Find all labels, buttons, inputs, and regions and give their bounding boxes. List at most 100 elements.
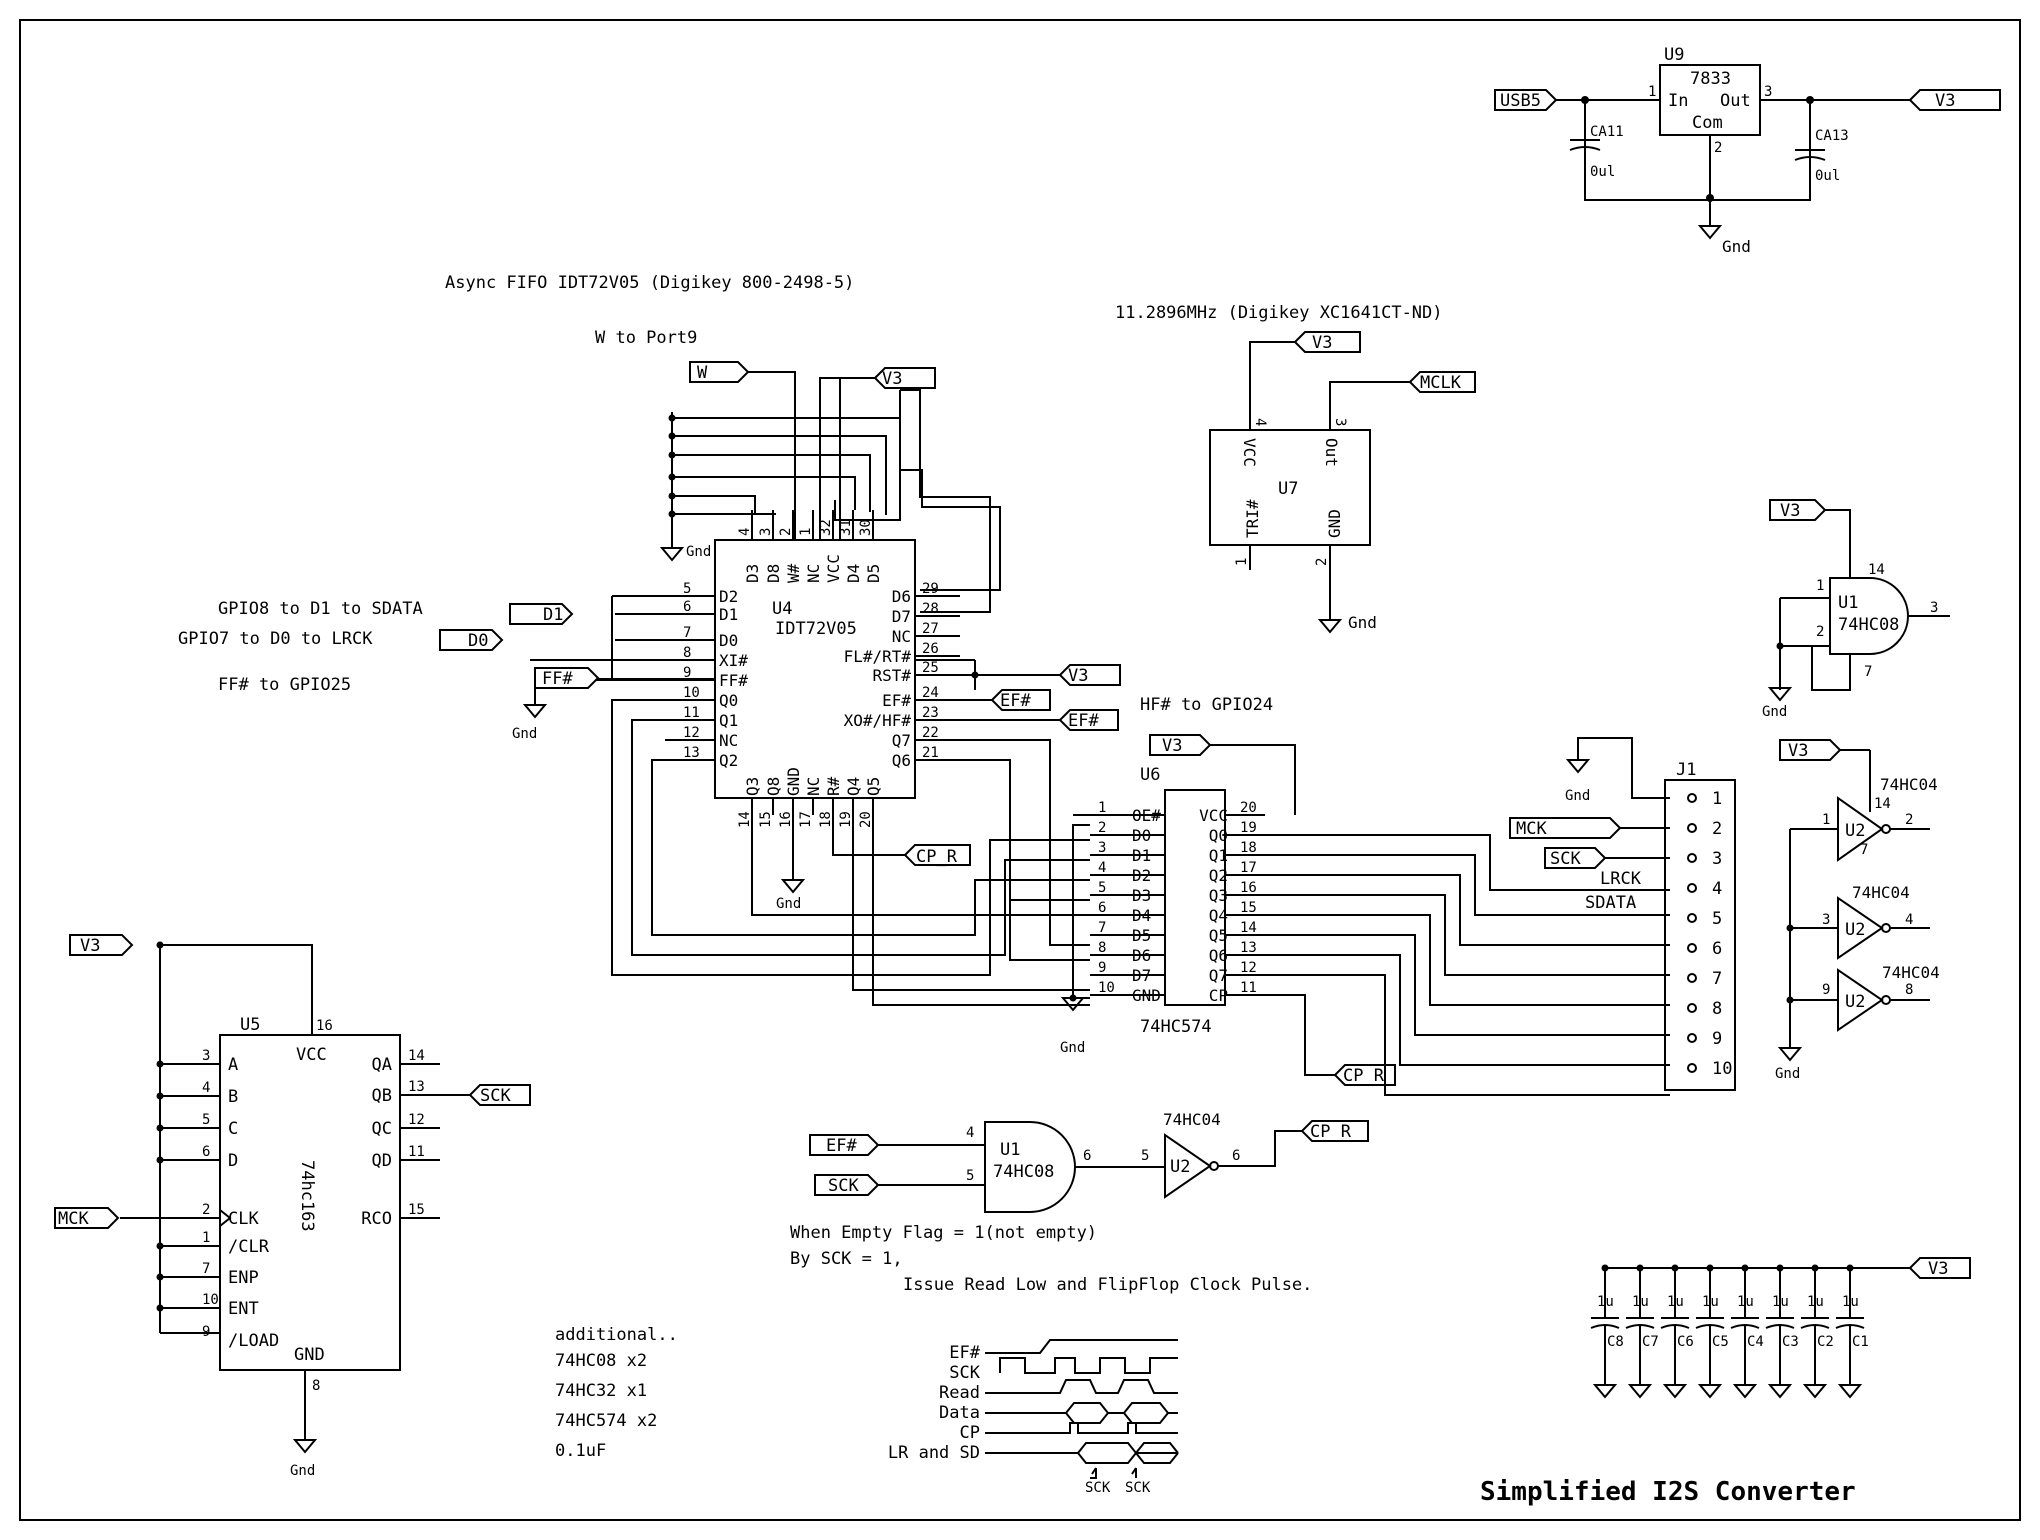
fifo-pin-name: D0: [719, 631, 738, 650]
svg-text:EF#: EF#: [1068, 711, 1099, 731]
svg-text:U4: U4: [772, 599, 792, 619]
cap-value: 1u: [1702, 1294, 1719, 1310]
capacitor-symbol: [1730, 1268, 1760, 1385]
svg-text:SCK: SCK: [480, 1086, 511, 1106]
j1-pin-contact: [1687, 793, 1697, 803]
ground-symbol: [1732, 1384, 1758, 1399]
j1-pin-number: 5: [1712, 909, 1722, 929]
sheet-title: Simplified I2S Converter: [1480, 1477, 1856, 1507]
note-gpio8: GPIO8 to D1 to SDATA: [218, 599, 423, 619]
counter-pin-number: 4: [202, 1080, 210, 1096]
latch-pin-name: Q1: [1209, 846, 1228, 865]
ground-symbol: [1767, 1384, 1793, 1399]
latch-pin-number: 7: [1098, 920, 1106, 936]
note-empty-2: By SCK = 1,: [790, 1249, 903, 1269]
svg-text:J1: J1: [1676, 760, 1696, 780]
latch-pin-number: 4: [1098, 860, 1106, 876]
connector-j1: J1 Gnd MCK SCK LRCK SDATA: [1509, 737, 1736, 1091]
svg-text:74HC04: 74HC04: [1880, 775, 1938, 794]
fifo-pin-number: 16: [778, 811, 794, 828]
svg-text:D0: D0: [468, 631, 488, 651]
svg-text:MCLK: MCLK: [1420, 373, 1462, 393]
svg-text:V3: V3: [80, 936, 100, 956]
svg-text:7: 7: [1860, 842, 1868, 858]
fifo-pin-number: 15: [758, 811, 774, 828]
svg-text:2: 2: [1314, 558, 1330, 566]
j1-pin-contact: [1687, 1063, 1697, 1073]
fifo-pin-name: Q3: [743, 777, 762, 796]
fifo-pin-number: 8: [683, 645, 691, 661]
cap-ref: C8: [1607, 1334, 1624, 1350]
svg-text:1: 1: [1648, 84, 1656, 100]
fifo-pin-name: Q0: [719, 691, 738, 710]
latch-pin-name: D2: [1132, 866, 1151, 885]
svg-text:74HC04: 74HC04: [1882, 963, 1940, 982]
svg-text:U2: U2: [1845, 920, 1865, 940]
j1-pin-number: 1: [1712, 789, 1722, 809]
latch-pin-name: Q5: [1209, 926, 1228, 945]
fifo-pin-name: Q7: [892, 731, 911, 750]
svg-text:U7: U7: [1278, 479, 1298, 499]
counter-pin-name: ENP: [228, 1268, 259, 1288]
svg-text:8: 8: [312, 1378, 320, 1394]
ground-symbol: [1627, 1384, 1653, 1399]
timing-signal-label: CP: [960, 1423, 980, 1443]
cap-value: 1u: [1632, 1294, 1649, 1310]
svg-text:VCC: VCC: [1240, 438, 1259, 467]
ground-symbol: [1662, 1384, 1688, 1399]
svg-text:16: 16: [316, 1018, 333, 1034]
latch-pin-name: D1: [1132, 846, 1151, 865]
counter-pin-name: /CLR: [228, 1237, 270, 1257]
note-add-3: 74HC574 x2: [555, 1411, 657, 1431]
latch-to-j1-wiring: [1265, 834, 1670, 1096]
svg-text:0ul: 0ul: [1590, 164, 1615, 180]
cap-ref: C1: [1852, 1334, 1869, 1350]
timing-signal-label: SCK: [949, 1363, 980, 1383]
svg-text:Gnd: Gnd: [1348, 613, 1377, 632]
fifo-pin-name: NC: [804, 777, 823, 796]
svg-text:74hc163: 74hc163: [297, 1160, 317, 1232]
svg-text:6: 6: [1083, 1148, 1091, 1164]
latch-pin-number: 1: [1098, 800, 1106, 816]
fifo-pin-name: D8: [764, 564, 783, 583]
cap-ref: C6: [1677, 1334, 1694, 1350]
svg-text:Gnd: Gnd: [1060, 1040, 1085, 1056]
latch-pin-name: D3: [1132, 886, 1151, 905]
fifo-pin-number: 14: [737, 811, 753, 828]
fifo-pin-number: 23: [922, 705, 939, 721]
counter-pin-number: 3: [202, 1048, 210, 1064]
latch-pin-number: 3: [1098, 840, 1106, 856]
svg-text:14: 14: [1868, 562, 1885, 578]
note-add-4: 0.1uF: [555, 1441, 606, 1461]
counter-pin-name: QB: [372, 1086, 392, 1106]
capacitor-symbol: [1695, 1268, 1725, 1385]
note-gpio7: GPIO7 to D0 to LRCK: [178, 629, 373, 649]
svg-text:1: 1: [1234, 558, 1250, 566]
svg-text:74HC08: 74HC08: [993, 1162, 1054, 1182]
fifo-pin-number: 25: [922, 660, 939, 676]
inverter-u2b: U2 5 6 74HC04 CP_R: [1141, 1110, 1369, 1199]
counter-pin-number: 12: [408, 1112, 425, 1128]
fifo-pin-number: 30: [858, 519, 874, 536]
svg-text:2: 2: [1816, 624, 1824, 640]
latch-pin-name: D4: [1132, 906, 1151, 925]
fifo-pin-number: 32: [818, 519, 834, 536]
note-add-2: 74HC32 x1: [555, 1381, 647, 1401]
svg-text:Out: Out: [1720, 91, 1751, 111]
svg-text:5: 5: [1141, 1148, 1149, 1164]
cap-ref: C2: [1817, 1334, 1834, 1350]
svg-text:USB5: USB5: [1500, 91, 1541, 111]
timing-signal-label: Read: [939, 1383, 980, 1403]
oscillator-u7: U7 VCC Out TRI# GND 4 3 1 2 Gnd V3 MCLK: [1209, 331, 1476, 634]
counter-pin-name: C: [228, 1119, 238, 1139]
svg-text:Gnd: Gnd: [686, 544, 711, 560]
counter-pin-name: QA: [372, 1055, 392, 1075]
svg-text:LRCK: LRCK: [1600, 869, 1642, 889]
latch-pin-name: Q7: [1209, 966, 1228, 985]
latch-u6: U6 74HC574 V3 CP_R: [1140, 734, 1396, 1086]
svg-text:Gnd: Gnd: [776, 896, 801, 912]
j1-pin-contact: [1687, 853, 1697, 863]
